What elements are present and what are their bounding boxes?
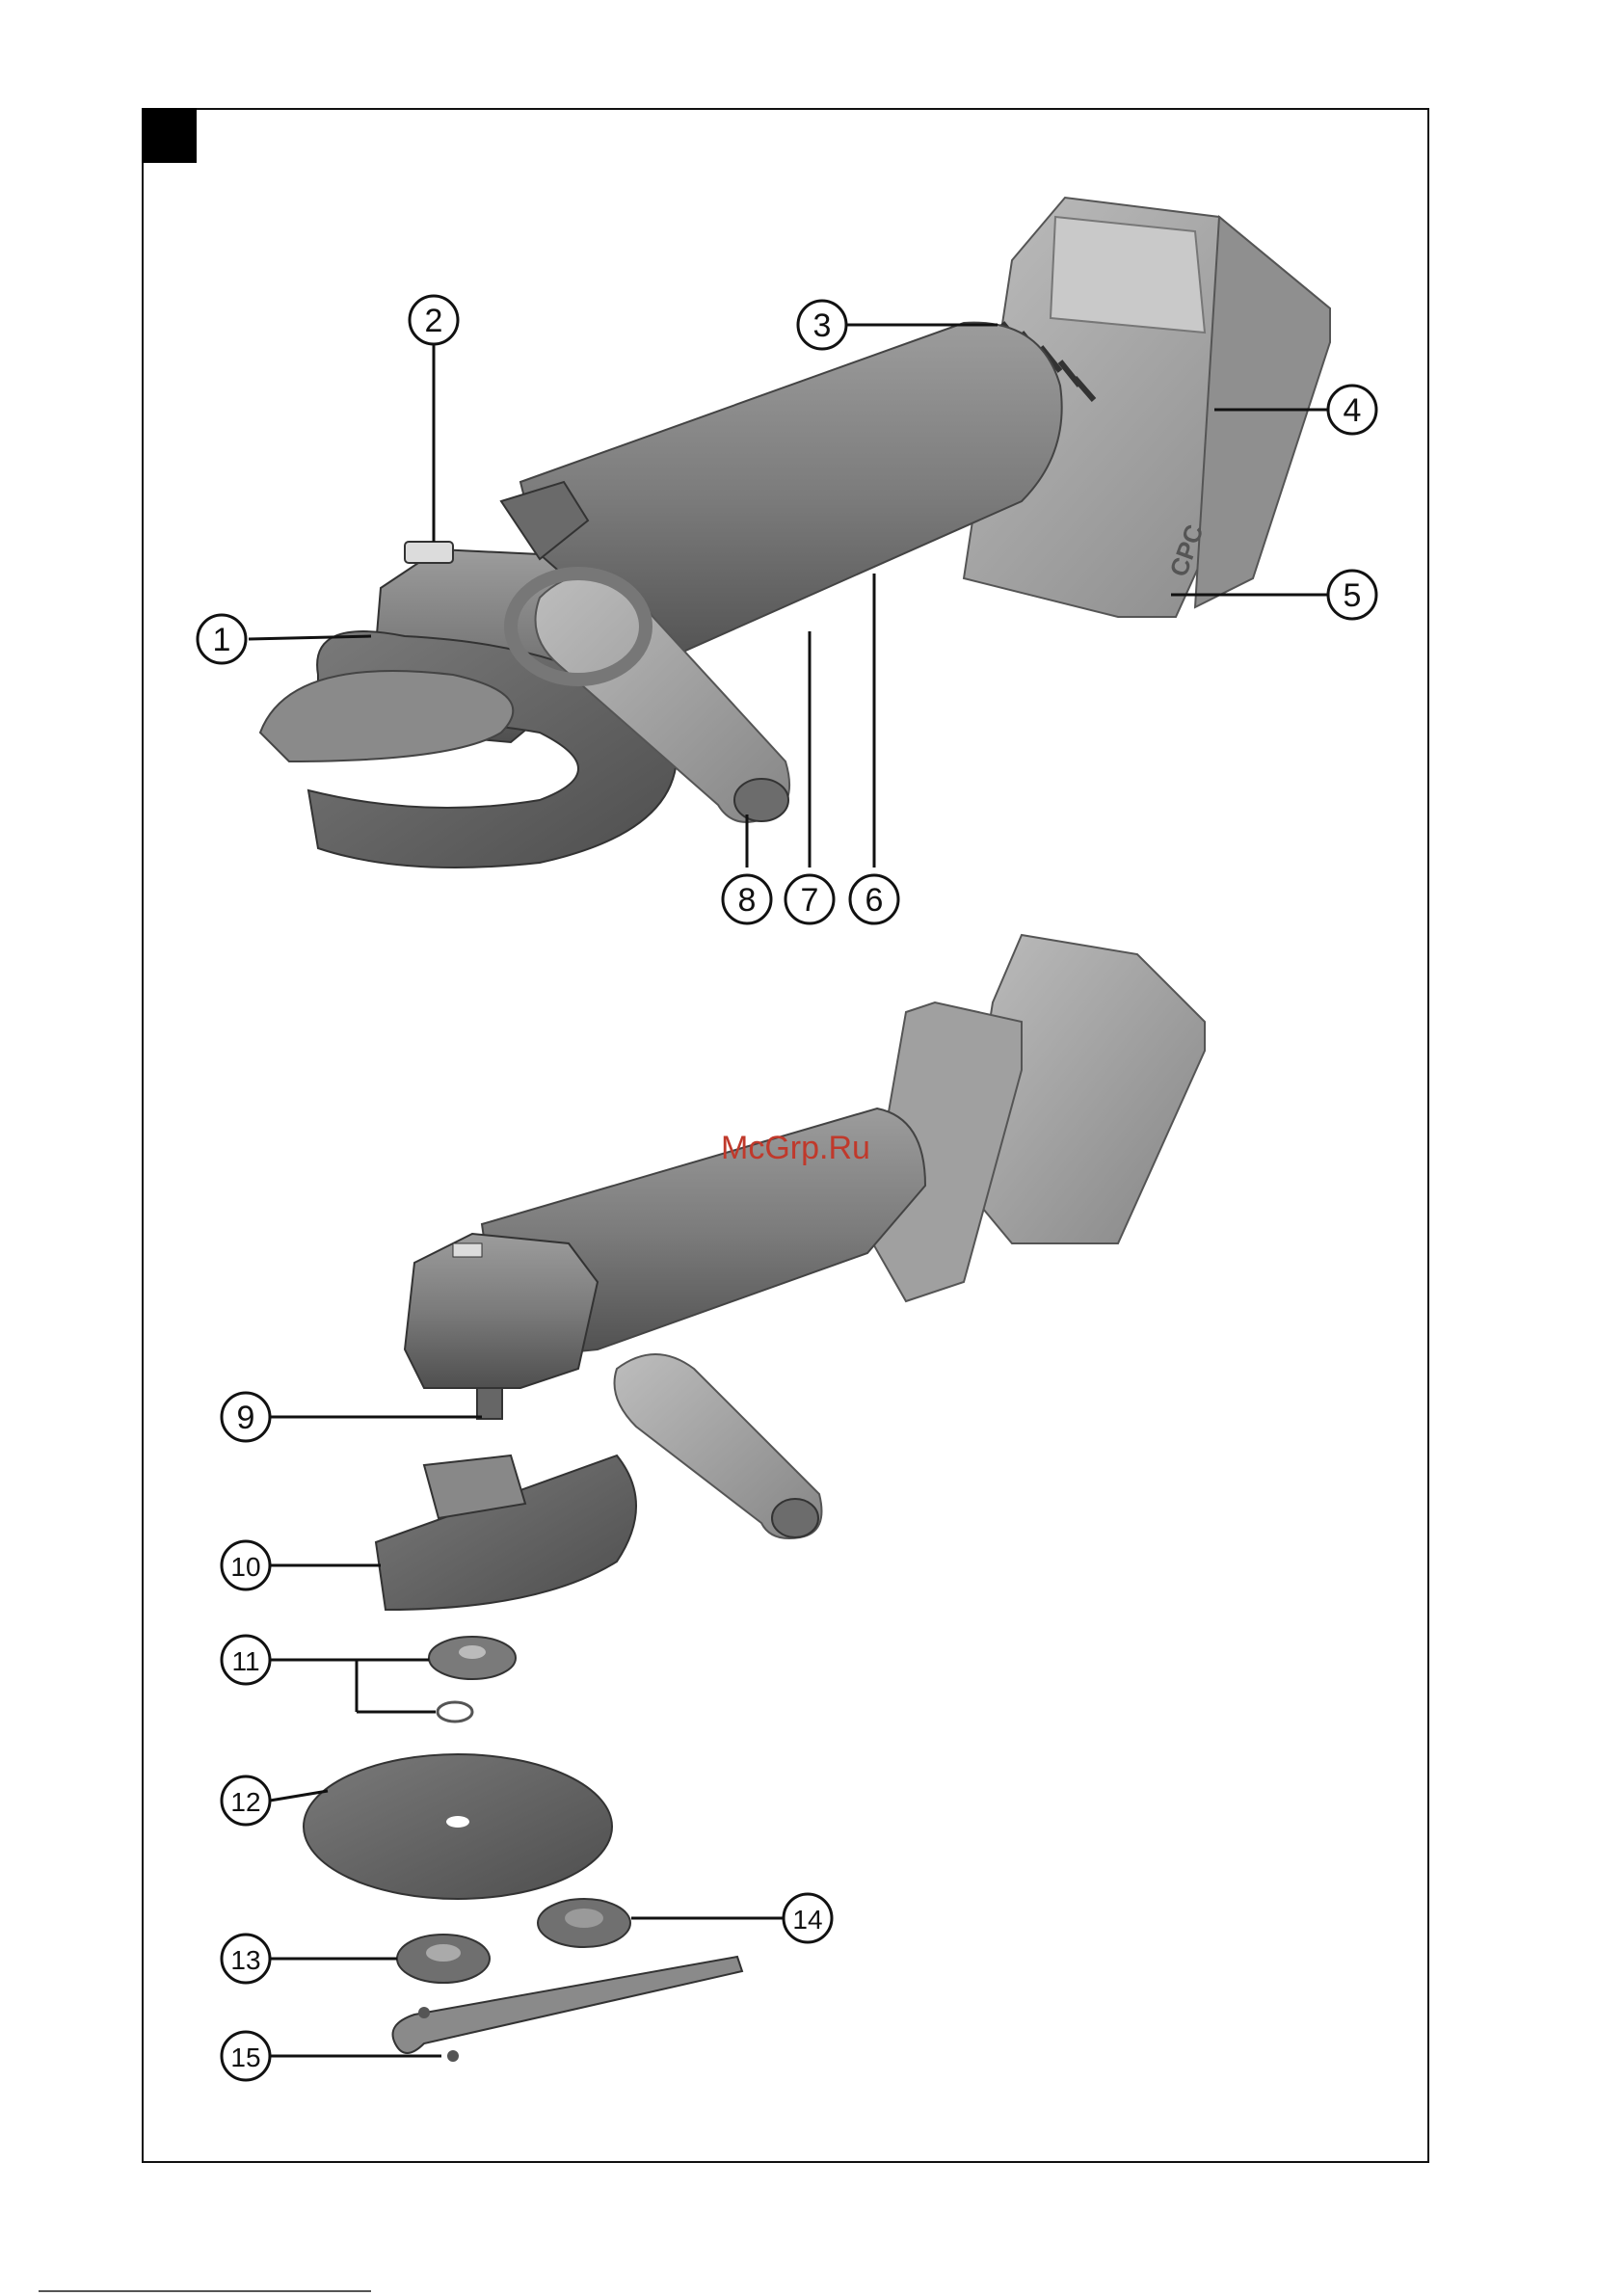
callout-7: 7 [785, 875, 834, 923]
callout-6: 6 [850, 875, 898, 923]
callout-3-label: 3 [813, 307, 832, 344]
callout-13-label: 13 [230, 1945, 260, 1975]
flange-part [429, 1637, 516, 1679]
callout-11: 11 [222, 1636, 270, 1684]
callout-9-label: 9 [237, 1400, 255, 1436]
callout-8: 8 [723, 875, 771, 923]
callout-2: 2 [410, 296, 458, 344]
o-ring [438, 1702, 472, 1722]
grinder-disassembled: McGrp.Ru [405, 935, 1205, 1538]
callout-12: 12 [222, 1776, 270, 1825]
guard-part [376, 1455, 636, 1610]
callout-4: 4 [1328, 386, 1376, 434]
callout-15: 15 [222, 2032, 270, 2080]
mounting-flange [397, 1935, 490, 1983]
callout-14-label: 14 [792, 1905, 822, 1935]
callout-1: 1 [198, 615, 246, 663]
callout-9: 9 [222, 1393, 270, 1441]
footer-rule [39, 2290, 371, 2292]
cutting-disc [304, 1754, 612, 1899]
callout-3: 3 [798, 301, 846, 349]
callout-13: 13 [222, 1935, 270, 1983]
callout-12-label: 12 [230, 1787, 260, 1817]
callout-10-label: 10 [230, 1552, 260, 1582]
callout-11-label: 11 [231, 1646, 259, 1676]
gear-head-lower [405, 1234, 598, 1388]
callout-4-label: 4 [1344, 392, 1362, 429]
watermark: McGrp.Ru [721, 1130, 870, 1166]
spindle-lock-button [405, 542, 453, 563]
callout-7-label: 7 [801, 882, 819, 919]
callout-1-label: 1 [213, 622, 231, 658]
callout-2-label: 2 [425, 303, 443, 339]
callout-5-label: 5 [1344, 577, 1362, 614]
callout-6-label: 6 [865, 882, 884, 919]
callout-10: 10 [222, 1541, 270, 1589]
quick-release-nut [538, 1899, 630, 1947]
spindle-stub [477, 1388, 502, 1419]
callout-14: 14 [784, 1894, 832, 1942]
callout-8-label: 8 [738, 882, 757, 919]
callout-15-label: 15 [230, 2042, 260, 2072]
callout-5: 5 [1328, 571, 1376, 619]
